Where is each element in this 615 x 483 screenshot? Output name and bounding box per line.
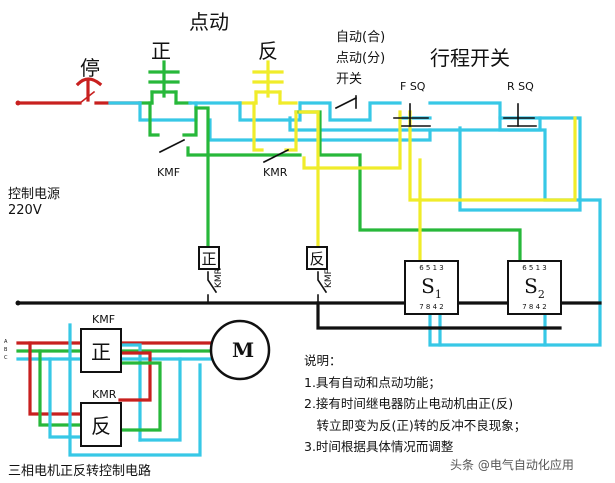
forward-button-circuit	[138, 60, 192, 105]
relay-forward-label: 正	[201, 249, 217, 268]
black-wires	[15, 95, 602, 330]
timer2-sub: 2	[537, 288, 545, 301]
notes-title: 说明：	[304, 353, 342, 368]
r-sq-label: R SQ	[507, 80, 534, 93]
timer2-top-pins: 6 5 1 3	[522, 264, 547, 272]
auto-switch-label-2: 点动(分)	[336, 51, 386, 66]
motor-icon	[209, 319, 271, 381]
timer1-bottom-pins: 7 8 4 2	[419, 303, 444, 311]
yellow-wires	[252, 101, 577, 264]
reverse-button-circuit	[238, 60, 298, 105]
contactor-kmr-box: 反	[80, 402, 122, 447]
green-wires	[148, 101, 522, 264]
contactor-kmr-label: KMR	[92, 388, 117, 401]
kmf-contact-label: KMF	[157, 166, 181, 179]
relay-forward-box: 正	[198, 246, 220, 270]
reverse-label: 反	[258, 39, 278, 63]
timer1-sub: 1	[434, 288, 442, 301]
motor-label: M	[232, 338, 255, 362]
timer2-bottom-pins: 7 8 4 2	[522, 303, 547, 311]
kmr-vertical-label: KMR	[214, 268, 224, 288]
contactor-kmf-box: 正	[80, 328, 122, 373]
auto-switch-label-1: 自动(合)	[336, 30, 386, 45]
notes-block: 说明： 1.具有自动和点动功能； 2.接有时间继电器防止电动机由正(反) 转立即…	[304, 350, 614, 458]
timer-relay-s2: 6 5 1 3 S2 7 8 4 2	[507, 260, 562, 315]
notes-item-3: 转立即变为反(正)转的反冲不良现象；	[304, 417, 527, 433]
stop-label: 停	[80, 56, 100, 80]
notes-item-4: 3.时间根据具体情况而调整	[304, 439, 454, 454]
watermark: 头条 @电气自动化应用	[450, 458, 574, 472]
kmr-contact-label: KMR	[263, 166, 288, 179]
relay-reverse-box: 反	[306, 246, 328, 270]
auto-switch-label-3: 开关	[336, 72, 363, 87]
notes-item-2: 2.接有时间继电器防止电动机由正(反)	[304, 396, 514, 411]
power-label-2: 220V	[8, 203, 42, 218]
power-label-1: 控制电源	[8, 187, 61, 202]
contactor-kmf-text: 正	[91, 340, 111, 364]
kmf-vertical-label: KMF	[324, 269, 334, 288]
contactor-kmr-text: 反	[91, 414, 111, 438]
jog-label: 点动	[189, 10, 229, 34]
travel-switch-label: 行程开关	[430, 46, 510, 70]
contactor-kmf-label: KMF	[92, 313, 116, 326]
phase-labels: A B C	[4, 339, 8, 361]
timer-relay-s1: 6 5 1 3 S1 7 8 4 2	[404, 260, 459, 315]
notes-item-1: 1.具有自动和点动功能；	[304, 374, 441, 390]
f-sq-label: F SQ	[400, 80, 426, 93]
timer2-main: S	[524, 274, 538, 298]
diagram-caption: 三相电机正反转控制电路	[8, 464, 152, 479]
forward-label: 正	[151, 39, 171, 63]
timer1-top-pins: 6 5 1 3	[419, 264, 444, 272]
timer1-main: S	[421, 274, 435, 298]
relay-reverse-label: 反	[309, 249, 325, 268]
